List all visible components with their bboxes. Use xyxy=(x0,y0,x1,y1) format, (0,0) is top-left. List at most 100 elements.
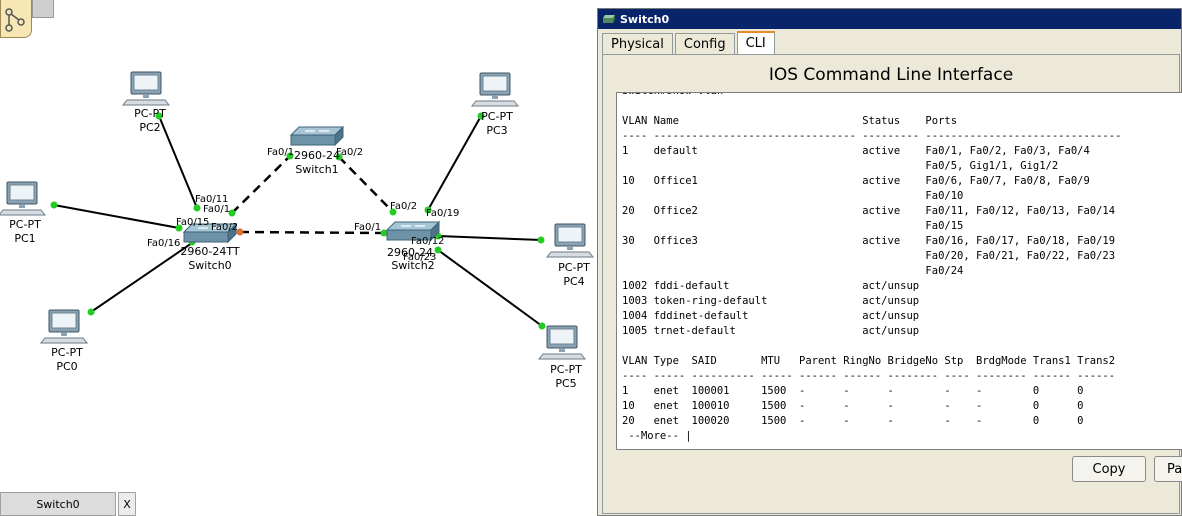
cli-terminal[interactable]: Switch#show vlan VLAN Name Status Ports -… xyxy=(616,92,1182,450)
pc2-name-label: PC2 xyxy=(139,121,160,134)
switch1-model-label: 2960-24 xyxy=(294,149,340,162)
port-label-sw2-fa0-19: Fa0/19 xyxy=(426,208,459,219)
pc0-type-label: PC-PT xyxy=(51,346,83,359)
pc0[interactable]: PC-PT PC0 xyxy=(40,309,88,373)
port-label-sw2-fa0-12: Fa0/12 xyxy=(411,236,444,247)
topology-workspace[interactable]: PC-PT PC2 PC-PT PC1 PC-PT PC0 PC-PT PC3 … xyxy=(0,0,596,516)
pc4-name-label: PC4 xyxy=(563,275,584,288)
switch0[interactable]: 2960-24TT Switch0 xyxy=(180,223,240,272)
pc2-icon xyxy=(122,71,170,106)
port-label-sw0-fa0-2: Fa0/2 xyxy=(211,222,238,233)
pc1-type-label: PC-PT xyxy=(9,218,41,231)
window-title-bar[interactable]: Switch0 xyxy=(598,9,1181,29)
workspace-toolbar-strip xyxy=(32,0,54,18)
link-pc1-switch0[interactable] xyxy=(53,204,180,229)
pc5[interactable]: PC-PT PC5 xyxy=(538,325,586,390)
port-label-sw0-fa0-1: Fa0/1 xyxy=(203,204,230,215)
scenario-tab-switch0[interactable]: Switch0 xyxy=(0,492,116,516)
pc5-name-label: PC5 xyxy=(555,377,576,390)
link-pc3-switch2[interactable] xyxy=(427,115,482,211)
terminal-line: Fa0/5, Gig1/1, Gig1/2 xyxy=(622,160,1059,172)
pc1[interactable]: PC-PT PC1 xyxy=(0,181,46,245)
pc1-name-label: PC1 xyxy=(14,232,35,245)
pc1-icon xyxy=(0,181,46,216)
pc2[interactable]: PC-PT PC2 xyxy=(122,71,170,134)
port-label-sw2-fa0-23: Fa0/23 xyxy=(403,252,436,263)
link-pc2-switch0[interactable] xyxy=(158,115,198,209)
pc4-type-label: PC-PT xyxy=(558,261,590,274)
topology-toolbar-icon[interactable] xyxy=(0,0,32,38)
pc0-name-label: PC0 xyxy=(56,360,77,373)
tab-physical[interactable]: Physical xyxy=(602,33,673,55)
port-label-sw0-fa0-15: Fa0/15 xyxy=(176,217,209,228)
pc5-type-label: PC-PT xyxy=(550,363,582,376)
terminal-line: ---- -------------------------------- --… xyxy=(622,130,1122,142)
switch2-model-label: 2960-24 xyxy=(387,246,433,259)
scenario-tab-close-button[interactable]: X xyxy=(118,492,136,516)
terminal-line: 1004 fddinet-default act/unsup xyxy=(622,310,920,322)
switch2-name-label: Switch2 xyxy=(391,259,434,272)
switch1[interactable]: 2960-24 Switch1 xyxy=(290,126,344,176)
terminal-line: 20 enet 100020 1500 - - - - - 0 0 xyxy=(622,415,1084,427)
device-window: Switch0 Physical Config CLI IOS Command … xyxy=(597,8,1182,516)
terminal-line: 10 Office1 active Fa0/6, Fa0/7, Fa0/8, F… xyxy=(622,175,1090,187)
terminal-line: --More-- | xyxy=(622,430,692,442)
port-label-sw0-fa0-11: Fa0/11 xyxy=(195,194,228,205)
terminal-line: Switch#show vlan xyxy=(622,93,1121,99)
terminal-line: 30 Office3 active Fa0/16, Fa0/17, Fa0/18… xyxy=(622,235,1116,247)
terminal-line: 1002 fddi-default act/unsup xyxy=(622,280,920,292)
port-label-sw1-fa0-1: Fa0/1 xyxy=(267,147,294,158)
tab-cli[interactable]: CLI xyxy=(736,31,775,55)
scenario-bar: Switch0 X xyxy=(0,492,596,516)
terminal-line: Fa0/10 xyxy=(622,190,964,202)
terminal-line: 1003 token-ring-default act/unsup xyxy=(622,295,920,307)
terminal-line: 1 default active Fa0/1, Fa0/2, Fa0/3, Fa… xyxy=(622,145,1090,157)
switch2[interactable]: 2960-24 Switch2 xyxy=(386,221,440,272)
pc3-name-label: PC3 xyxy=(486,124,507,137)
pc3-icon xyxy=(471,72,519,107)
switch0-name-label: Switch0 xyxy=(188,259,231,272)
terminal-line xyxy=(622,99,1121,114)
terminal-line: 1005 trnet-default act/unsup xyxy=(622,325,920,337)
pc0-icon xyxy=(40,309,88,344)
terminal-line: 10 enet 100010 1500 - - - - - 0 0 xyxy=(622,400,1084,412)
switch0-model-label: 2960-24TT xyxy=(180,245,239,258)
network-graph-icon xyxy=(5,8,25,32)
port-status-dots xyxy=(50,112,546,330)
link-switch0-switch1[interactable] xyxy=(231,155,291,214)
terminal-line: 1 enet 100001 1500 - - - - - 0 0 xyxy=(622,385,1084,397)
switch1-icon xyxy=(290,126,344,146)
terminal-line: VLAN Type SAID MTU Parent RingNo BridgeN… xyxy=(622,355,1116,367)
pc2-type-label: PC-PT xyxy=(134,107,166,120)
paste-button[interactable]: Paste xyxy=(1154,456,1182,482)
tab-config[interactable]: Config xyxy=(674,33,735,55)
switch-device-icon xyxy=(603,15,615,23)
link-switch0-switch2[interactable] xyxy=(239,230,385,235)
copy-button[interactable]: Copy xyxy=(1072,456,1146,482)
pc3-type-label: PC-PT xyxy=(481,110,513,123)
terminal-line: Fa0/20, Fa0/21, Fa0/22, Fa0/23 xyxy=(622,250,1116,262)
port-label-sw2-fa0-1: Fa0/1 xyxy=(354,222,381,233)
link-switch1-switch2[interactable] xyxy=(338,156,394,213)
cli-heading: IOS Command Line Interface xyxy=(768,65,1014,85)
port-label-sw2-fa0-2: Fa0/2 xyxy=(390,201,417,212)
terminal-line: Fa0/15 xyxy=(622,220,964,232)
link-pc5-switch2[interactable] xyxy=(437,249,543,327)
topology-canvas[interactable]: PC-PT PC2 PC-PT PC1 PC-PT PC0 PC-PT PC3 … xyxy=(0,0,596,492)
terminal-line: 20 Office2 active Fa0/11, Fa0/12, Fa0/13… xyxy=(622,205,1116,217)
port-label-sw1-fa0-2: Fa0/2 xyxy=(336,147,363,158)
pc5-icon xyxy=(538,325,586,360)
terminal-line xyxy=(622,339,1121,354)
terminal-line: VLAN Name Status Ports xyxy=(622,115,958,127)
cli-panel: IOS Command Line Interface Switch#show v… xyxy=(602,54,1182,514)
pc3[interactable]: PC-PT PC3 xyxy=(471,72,519,137)
terminal-output: Switch#show vlan VLAN Name Status Ports -… xyxy=(622,93,1122,444)
terminal-line: Fa0/24 xyxy=(622,265,964,277)
pc4[interactable]: PC-PT PC4 xyxy=(546,223,594,288)
link-pc4-switch2[interactable] xyxy=(437,235,542,241)
window-title: Switch0 xyxy=(620,12,670,26)
pc4-icon xyxy=(546,223,594,258)
link-pc0-switch0[interactable] xyxy=(90,242,193,313)
switch1-name-label: Switch1 xyxy=(295,163,338,176)
device-tabs: Physical Config CLI xyxy=(602,31,777,55)
